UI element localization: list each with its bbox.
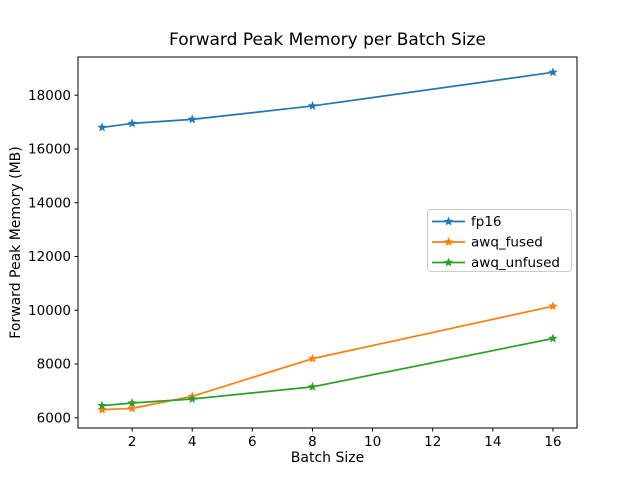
- data-point-star-fp16: [97, 122, 107, 132]
- legend-entry-fp16: fp16: [432, 214, 502, 230]
- y-tick-label: 10000: [28, 303, 71, 319]
- x-tick-label: 16: [544, 434, 561, 450]
- data-point-star-awq_unfused: [548, 333, 558, 343]
- legend: fp16 awq_fused awq_unfused: [427, 209, 572, 272]
- x-tick-label: 10: [364, 434, 381, 450]
- plot-series: [97, 67, 558, 414]
- legend-box: [427, 209, 572, 272]
- y-tick-label: 14000: [28, 195, 71, 211]
- data-point-star-awq_fused: [548, 301, 558, 311]
- y-tick-label: 12000: [28, 249, 71, 265]
- data-point-star-awq_unfused: [127, 398, 137, 408]
- data-point-star-awq_unfused: [307, 381, 318, 391]
- x-axis-label: Batch Size: [291, 450, 364, 466]
- legend-label: fp16: [471, 214, 502, 230]
- data-point-star-fp16: [187, 114, 197, 124]
- y-tick-label: 8000: [37, 357, 71, 373]
- legend-label: awq_fused: [471, 235, 543, 251]
- chart-title: Forward Peak Memory per Batch Size: [169, 30, 486, 50]
- data-point-star-fp16: [548, 67, 558, 77]
- y-axis-label: Forward Peak Memory (MB): [8, 146, 24, 338]
- data-point-star-fp16: [127, 118, 137, 128]
- legend-entry-awq-unfused: awq_unfused: [432, 255, 560, 271]
- data-point-star-awq_unfused: [97, 400, 107, 410]
- legend-marker-star-icon: [443, 257, 454, 267]
- data-point-star-awq_fused: [307, 353, 318, 363]
- legend-label: awq_unfused: [471, 255, 560, 271]
- x-tick-label: 8: [308, 434, 317, 450]
- y-axis-ticks: 6000 8000 10000 12000 14000 16000 18000: [28, 88, 78, 426]
- data-point-star-awq_fused: [97, 404, 107, 414]
- x-tick-label: 4: [188, 434, 197, 450]
- legend-marker-star-icon: [443, 216, 454, 226]
- data-point-star-awq_fused: [127, 403, 137, 413]
- x-axis-ticks: 2 4 6 8 10 12 14 16: [128, 428, 562, 450]
- data-point-star-awq_unfused: [187, 393, 197, 404]
- x-tick-label: 12: [424, 434, 441, 450]
- legend-marker-star-icon: [443, 237, 454, 247]
- x-tick-label: 6: [248, 434, 257, 450]
- plot-border: [77, 56, 578, 429]
- y-tick-label: 6000: [37, 410, 71, 426]
- legend-entry-awq-fused: awq_fused: [432, 235, 543, 251]
- x-tick-label: 2: [128, 434, 137, 450]
- data-point-star-fp16: [307, 100, 318, 110]
- x-tick-label: 14: [484, 434, 501, 450]
- y-tick-label: 16000: [28, 142, 71, 158]
- y-tick-label: 18000: [28, 88, 71, 104]
